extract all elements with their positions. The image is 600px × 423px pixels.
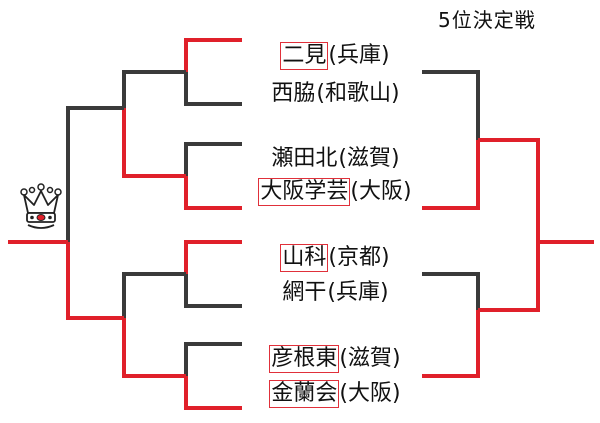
bracket-line-r1-team6 [184, 274, 242, 308]
bracket-line-r1-team8 [184, 376, 242, 410]
bracket-line-5th-team3 [422, 140, 480, 210]
team-name: 彦根東 [269, 345, 340, 373]
title: 5位決定戦 [438, 8, 536, 32]
team-prefecture: (滋賀) [338, 146, 400, 171]
team-slot-8: 金蘭会(大阪) [250, 378, 420, 410]
bracket-line-final-upper [66, 106, 124, 242]
bracket-line-5th-team6 [422, 272, 480, 310]
team-slot-2: 西脇(和歌山) [250, 78, 420, 110]
team-prefecture: (京都) [328, 245, 390, 270]
crown-icon [20, 183, 62, 229]
team-name: 二見 [280, 42, 329, 70]
bracket-line-r2-bottom-upper [122, 272, 186, 318]
bracket-line-r1-team3 [184, 142, 242, 176]
team-name: 西脇 [271, 81, 316, 106]
team-prefecture: (兵庫) [328, 43, 390, 68]
team-slot-5: 山科(京都) [250, 242, 420, 274]
team-prefecture: (大阪) [339, 381, 401, 406]
bracket-line-final-lower [66, 242, 124, 320]
bracket-line-5th-final-lower [478, 242, 540, 312]
bracket-line-r2-bottom-lower [122, 318, 186, 378]
team-name: 大阪学芸 [258, 178, 351, 206]
team-slot-1: 二見(兵庫) [250, 40, 420, 72]
bracket-line-r1-team2 [184, 72, 242, 106]
team-slot-3: 瀬田北(滋賀) [250, 143, 420, 175]
bracket-line-r1-team5 [184, 240, 242, 274]
team-slot-7: 彦根東(滋賀) [250, 343, 420, 375]
bracket-line-5th-final-upper [478, 138, 540, 242]
team-name: 網干 [282, 280, 327, 305]
team-prefecture: (和歌山) [316, 81, 400, 106]
bracket-line-r2-top-lower [122, 108, 186, 178]
team-prefecture: (大阪) [350, 179, 412, 204]
team-prefecture: (滋賀) [339, 346, 401, 371]
bracket-line-r2-top-upper [122, 70, 186, 108]
team-prefecture: (兵庫) [327, 280, 389, 305]
team-name: 瀬田北 [271, 146, 338, 171]
team-slot-6: 網干(兵庫) [250, 277, 420, 309]
team-name: 山科 [280, 244, 329, 272]
bracket-line-r1-team1 [184, 38, 242, 72]
bracket-line-5th-team7 [422, 310, 480, 378]
bracket-line-5th-team2 [422, 70, 480, 140]
bracket-line-r1-team4 [184, 176, 242, 210]
bracket-line-r1-team7 [184, 342, 242, 376]
team-slot-4: 大阪学芸(大阪) [250, 176, 420, 208]
team-name: 金蘭会 [269, 380, 340, 408]
